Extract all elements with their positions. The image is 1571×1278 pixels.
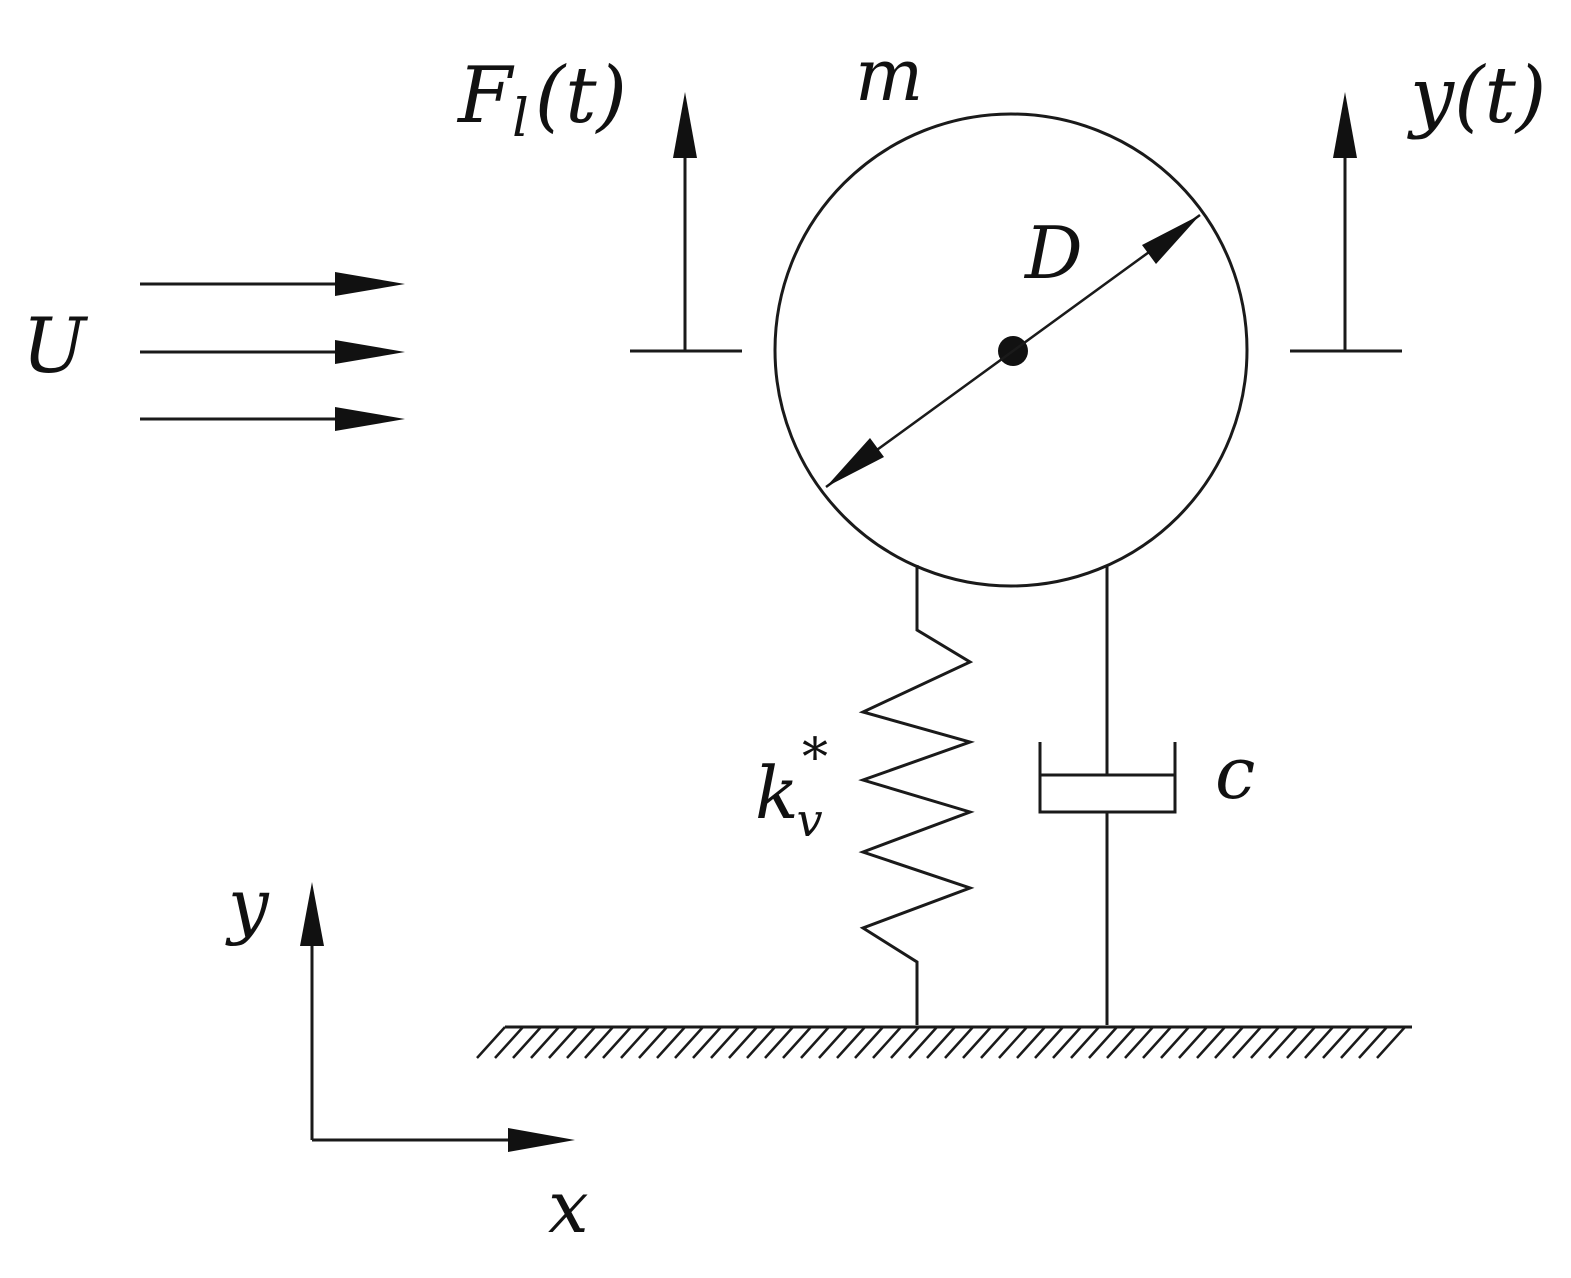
ground-hatch xyxy=(566,1026,596,1059)
damper-label: c xyxy=(1215,731,1255,815)
lift-force-subscript: l xyxy=(512,89,529,149)
ground-hatch xyxy=(728,1026,758,1059)
ground-hatch xyxy=(1106,1026,1136,1059)
ground-hatch xyxy=(980,1026,1010,1059)
ground-hatch xyxy=(1196,1026,1226,1059)
ground-hatch xyxy=(620,1026,650,1059)
ground-hatch xyxy=(476,1026,506,1059)
ground-hatch xyxy=(1304,1026,1334,1059)
diameter-label: D xyxy=(1023,211,1083,295)
ground-hatch xyxy=(998,1026,1028,1059)
ground-hatch xyxy=(638,1026,668,1059)
ground-hatch xyxy=(854,1026,884,1059)
ground-hatch xyxy=(1268,1026,1298,1059)
ground xyxy=(476,1025,1412,1059)
displacement-arrow xyxy=(1290,92,1402,353)
ground-hatch xyxy=(1232,1026,1262,1059)
axis-x-label: x xyxy=(548,1165,589,1249)
ground-hatch xyxy=(530,1026,560,1059)
ground-hatch xyxy=(1358,1026,1388,1059)
ground-hatch xyxy=(818,1026,848,1059)
ground-hatch xyxy=(944,1026,974,1059)
ground-hatch xyxy=(1340,1026,1370,1059)
ground-hatch xyxy=(692,1026,722,1059)
ground-hatch xyxy=(1052,1026,1082,1059)
ground-hatch xyxy=(1250,1026,1280,1059)
flow-arrows xyxy=(140,272,405,431)
ground-hatch xyxy=(1088,1026,1118,1059)
ground-hatch xyxy=(710,1026,740,1059)
mass-label: m xyxy=(855,33,923,117)
flow-velocity-label: U xyxy=(22,301,89,390)
ground-hatch xyxy=(764,1026,794,1059)
ground-hatch xyxy=(890,1026,920,1059)
ground-hatch xyxy=(548,1026,578,1059)
ground-hatch xyxy=(584,1026,614,1059)
ground-hatch xyxy=(926,1026,956,1059)
cylinder xyxy=(773,112,1249,588)
ground-hatch xyxy=(746,1026,776,1059)
ground-hatch xyxy=(602,1026,632,1059)
ground-hatch xyxy=(1034,1026,1064,1059)
ground-hatch xyxy=(1376,1026,1406,1059)
ground-hatch xyxy=(836,1026,866,1059)
displacement-label: y(t) xyxy=(1407,51,1546,141)
ground-hatch xyxy=(782,1026,812,1059)
lift-force-argument: (t) xyxy=(535,51,627,141)
spring-superscript: * xyxy=(802,728,828,788)
ground-hatch xyxy=(1160,1026,1190,1059)
lift-force-label: Fl(t) xyxy=(456,51,627,149)
ground-hatch xyxy=(962,1026,992,1059)
ground-hatch xyxy=(908,1026,938,1059)
ground-hatch xyxy=(872,1026,902,1059)
ground-hatch xyxy=(1214,1026,1244,1059)
damper xyxy=(1038,565,1177,1025)
ground-hatch xyxy=(1124,1026,1154,1059)
spring-symbol: k xyxy=(755,751,799,835)
coordinate-axes xyxy=(300,882,575,1152)
lift-force-symbol: F xyxy=(456,51,515,141)
ground-hatch xyxy=(800,1026,830,1059)
spring-label: kv xyxy=(755,751,823,847)
ground-hatch xyxy=(1178,1026,1208,1059)
ground-hatch xyxy=(1070,1026,1100,1059)
axis-y-label: y xyxy=(225,863,270,947)
diameter-arrow xyxy=(825,213,1201,489)
ground-hatch xyxy=(1322,1026,1352,1059)
lift-force-arrow xyxy=(630,92,742,353)
ground-hatch xyxy=(494,1026,524,1059)
ground-hatch xyxy=(512,1026,542,1059)
ground-hatch xyxy=(1286,1026,1316,1059)
ground-hatch xyxy=(1142,1026,1172,1059)
ground-hatch xyxy=(1016,1026,1046,1059)
spring-subscript: v xyxy=(797,793,823,847)
spring xyxy=(858,565,975,1025)
ground-hatch xyxy=(656,1026,686,1059)
ground-hatch xyxy=(674,1026,704,1059)
